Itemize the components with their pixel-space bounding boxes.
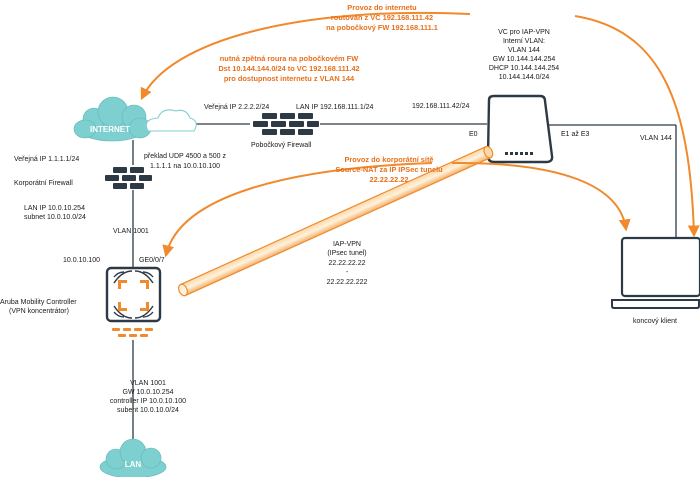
traffic-flow-arrows <box>140 11 700 258</box>
tunnel-label-line: IAP-VPN <box>333 241 361 248</box>
controller-port: GE0/0/7 <box>139 257 165 264</box>
iap-info-block: VC pro IAP-VPN Interní VLAN: VLAN 144 GW… <box>489 29 559 81</box>
corporate-path-note: Provoz do korporátní sítě Source-NAT za … <box>335 155 443 184</box>
iap-info-line: VLAN 144 <box>508 47 540 54</box>
iap-access-point <box>486 94 554 164</box>
controller-info-line: GW 10.0.10.254 <box>123 389 174 396</box>
tunnel-label-line: 22.22.22.22 <box>329 260 366 267</box>
return-route-line: pro dostupnost internetu z VLAN 144 <box>224 74 355 83</box>
corp-nat-line: překlad UDP 4500 a 500 z <box>144 153 226 160</box>
corp-fw-lan-ip: LAN IP 10.0.10.254 <box>24 205 85 212</box>
controller-ip: 10.0.10.100 <box>63 257 100 264</box>
tunnel-label: IAP-VPN (IPsec tunel) 22.22.22.22 - 22.2… <box>327 241 368 286</box>
corporate-path-line: Provoz do korporátní sítě <box>344 155 433 164</box>
branch-fw-lan-ip: LAN IP 192.168.111.1/24 <box>296 104 374 111</box>
lan-cloud: LAN <box>99 438 167 477</box>
mobility-controller-icon <box>105 266 162 337</box>
iap-info-line: Interní VLAN: <box>503 38 545 45</box>
iap-info-line: GW 10.144.144.254 <box>493 56 556 63</box>
laptop-icon <box>611 236 700 309</box>
ipsec-tunnel <box>177 145 494 297</box>
corp-fw-subnet: subnet 10.0.10.0/24 <box>24 214 86 221</box>
iap-uplink-ip: 192.168.111.42/24 <box>412 103 469 110</box>
arrow-corp-to-client <box>451 161 631 232</box>
return-route-line: nutná zpětná roura na pobočkovém FW <box>220 54 358 63</box>
branch-fw-name: Pobočkový Firewall <box>251 142 312 149</box>
corporate-path-line: Source-NAT za IP IPSec tunelu <box>335 165 443 174</box>
arrow-to-client <box>574 15 700 238</box>
return-route-note: nutná zpětná roura na pobočkovém FW Dst … <box>218 54 359 83</box>
controller-name-line: Aruba Mobility Controller <box>0 299 77 306</box>
corp-fw-public-ip: Veřejná IP 1.1.1.1/24 <box>14 156 79 163</box>
corporate-path-line: 22.22.22.22 <box>369 175 408 184</box>
corporate-firewall <box>105 167 152 189</box>
controller-bottom-info: VLAN 1001 GW 10.0.10.254 controller IP 1… <box>110 380 186 414</box>
internet-label: INTERNET <box>90 125 130 134</box>
branch-firewall <box>253 113 319 135</box>
controller-info-line: subent 10.0.10.0/24 <box>117 407 179 414</box>
controller-vlan-top: VLAN 1001 <box>113 228 149 235</box>
tunnel-label-line: 22.22.22.222 <box>327 279 368 286</box>
network-links <box>132 123 677 455</box>
iap-ports-e1e3: E1 až E3 <box>561 131 590 138</box>
branch-fw-public-ip: Veřejná IP 2.2.2.2/24 <box>204 104 269 111</box>
iap-port-e0: E0 <box>469 131 478 138</box>
tunnel-label-line: - <box>346 269 349 276</box>
internet-path-line: Provoz do internetu <box>347 3 417 12</box>
controller-info-line: VLAN 1001 <box>130 380 166 387</box>
return-route-line: Dst 10.144.144.0/24 to VC 192.168.111.42 <box>218 64 359 73</box>
iap-vlan: VLAN 144 <box>640 135 672 142</box>
lan-label: LAN <box>125 460 142 469</box>
controller-info-line: controller IP 10.0.10.100 <box>110 398 186 405</box>
corp-fw-name: Korporátní Firewall <box>14 180 73 187</box>
internet-cloud: INTERNET <box>73 96 197 142</box>
tunnel-label-line: (IPsec tunel) <box>327 250 366 257</box>
corp-nat-line: 1.1.1.1 na 10.0.10.100 <box>150 163 220 170</box>
internet-path-line: na pobočkový FW 192.168.111.1 <box>326 23 438 32</box>
internet-path-note: Provoz do internetu routován z VC 192.16… <box>326 3 438 32</box>
iap-info-line: 10.144.144.0/24 <box>499 74 550 81</box>
iap-info-line: DHCP 10.144.144.254 <box>489 65 559 72</box>
controller-name: Aruba Mobility Controller (VPN koncentrá… <box>0 299 77 315</box>
corp-nat-note: překlad UDP 4500 a 500 z 1.1.1.1 na 10.0… <box>144 153 226 170</box>
arrow-to-internet <box>140 11 471 101</box>
arrow-to-controller <box>162 162 433 258</box>
iap-info-line: VC pro IAP-VPN <box>498 29 550 36</box>
client-label: koncový klient <box>633 318 677 325</box>
controller-name-line: (VPN koncentrátor) <box>9 308 69 315</box>
internet-path-line: routován z VC 192.168.111.42 <box>331 13 433 22</box>
